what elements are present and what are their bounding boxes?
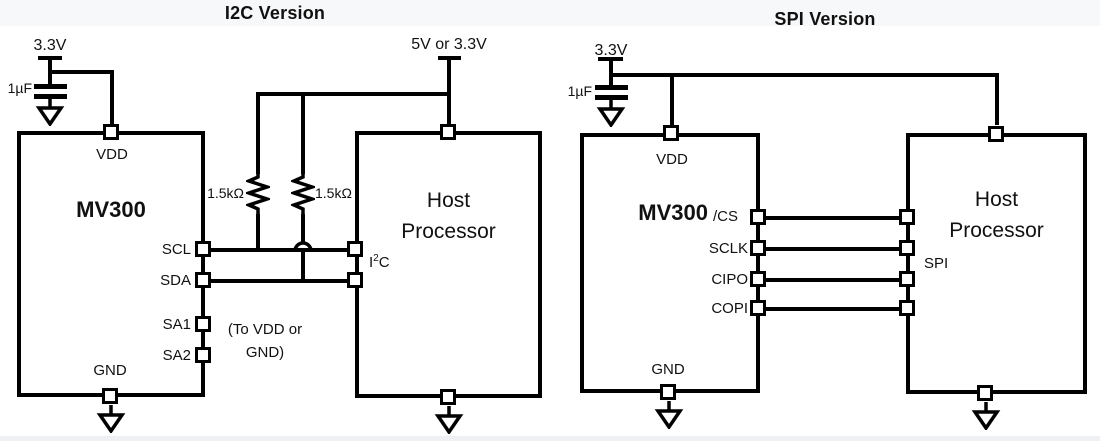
spi-copi-pin: [750, 300, 766, 316]
spi-host-cs-pin: [899, 209, 915, 225]
spi-host-cipo-pin: [899, 271, 915, 287]
ground-icon: [434, 406, 464, 434]
i2c-vdd-label: VDD: [96, 146, 128, 163]
spi-cs-label: /CS: [712, 208, 738, 225]
ground-icon: [35, 98, 65, 126]
spi-bus-label: SPI: [924, 255, 949, 272]
wire: [256, 214, 260, 252]
i2c-gnd-label: GND: [93, 362, 127, 379]
capacitor-plate-top-icon: [595, 85, 628, 90]
i2c-host-supply-pin: [440, 124, 456, 140]
ground-icon: [596, 99, 626, 127]
wire: [301, 94, 305, 174]
spi-supply-rail: [609, 73, 999, 77]
i2c-chip-name: MV300: [76, 197, 146, 222]
i2c-vdd-pin: [103, 124, 119, 140]
cipo-wire: [766, 278, 902, 282]
bottom-band: [0, 436, 1100, 441]
pullup-value-right: 1.5kΩ: [315, 185, 352, 201]
pullup-value-left: 1.5kΩ: [207, 185, 244, 201]
spi-sclk-pin: [750, 240, 766, 256]
sa-note-line1: (To VDD or: [227, 321, 303, 338]
pullup-rail: [256, 92, 451, 96]
sclk-wire: [766, 247, 902, 251]
spi-host-sclk-pin: [899, 240, 915, 256]
wire: [48, 70, 112, 74]
capacitor-plate-bottom-icon: [34, 94, 67, 99]
spi-title: SPI Version: [774, 9, 876, 29]
i2c-supply-label: 3.3V: [33, 37, 67, 54]
spi-sclk-label: SCLK: [708, 240, 748, 257]
wire: [995, 73, 999, 125]
top-band: [0, 0, 1100, 26]
copi-wire: [766, 307, 902, 311]
i2c-title: I2C Version: [224, 3, 326, 23]
spi-chip-name: MV300: [638, 200, 708, 225]
wire: [110, 70, 114, 126]
spi-host-supply-pin: [988, 126, 1004, 142]
i2c-host-scl-pin: [347, 241, 363, 257]
i2c-scl-label: SCL: [161, 241, 191, 258]
i2c-sa1-label: SA1: [162, 316, 191, 333]
spi-host-gnd-pin: [977, 385, 993, 401]
i2c-host-name-line1: Host: [426, 189, 471, 212]
spi-cipo-label: CIPO: [711, 271, 748, 288]
spi-host-copi-pin: [899, 300, 915, 316]
spi-host-name-line2: Processor: [949, 219, 1044, 242]
wire: [256, 94, 260, 174]
i2c-sda-pin: [195, 272, 211, 288]
capacitor-plate-bottom-icon: [595, 95, 628, 100]
ground-icon: [96, 405, 126, 433]
scl-wire: [210, 248, 350, 252]
i2c-bus-sup: 2: [373, 253, 379, 264]
i2c-host-name-line2: Processor: [401, 220, 496, 243]
spi-host-name-line1: Host: [974, 188, 1019, 211]
i2c-bus-tail: C: [378, 254, 390, 271]
cs-wire: [766, 216, 902, 220]
ground-icon: [971, 402, 1001, 430]
spi-cap-label: 1µF: [567, 83, 592, 99]
i2c-host-gnd-pin: [440, 389, 456, 405]
spi-cs-pin: [750, 209, 766, 225]
i2c-cap-label: 1µF: [7, 80, 32, 96]
i2c-sa2-pin: [195, 347, 211, 363]
spi-supply-label: 3.3V: [594, 42, 628, 59]
spi-cipo-pin: [750, 271, 766, 287]
resistor-icon: [291, 172, 315, 216]
spi-vdd-pin: [663, 125, 679, 141]
spi-host-box: [906, 133, 1087, 394]
i2c-gnd-pin: [102, 388, 118, 404]
ground-icon: [654, 401, 684, 429]
wire: [670, 73, 674, 125]
i2c-host-sda-pin: [347, 272, 363, 288]
sda-wire: [210, 279, 350, 283]
capacitor-plate-top-icon: [34, 84, 67, 89]
i2c-host-supply-label: 5V or 3.3V: [411, 36, 487, 53]
i2c-bus-base: I: [369, 254, 374, 271]
spi-gnd-label: GND: [651, 361, 685, 378]
resistor-icon: [246, 172, 270, 216]
i2c-scl-pin: [195, 241, 211, 257]
sa-note-line2: GND): [245, 344, 285, 361]
i2c-sda-label: SDA: [160, 272, 191, 289]
i2c-bus-label: I2C: [369, 253, 390, 272]
spi-mv300-box: [580, 133, 760, 393]
spi-vdd-label: VDD: [656, 151, 688, 168]
i2c-mv300-box: [17, 131, 205, 397]
i2c-sa2-label: SA2: [162, 347, 191, 364]
spi-copi-label: COPI: [711, 300, 748, 317]
spi-gnd-pin: [660, 384, 676, 400]
i2c-sa1-pin: [195, 316, 211, 332]
